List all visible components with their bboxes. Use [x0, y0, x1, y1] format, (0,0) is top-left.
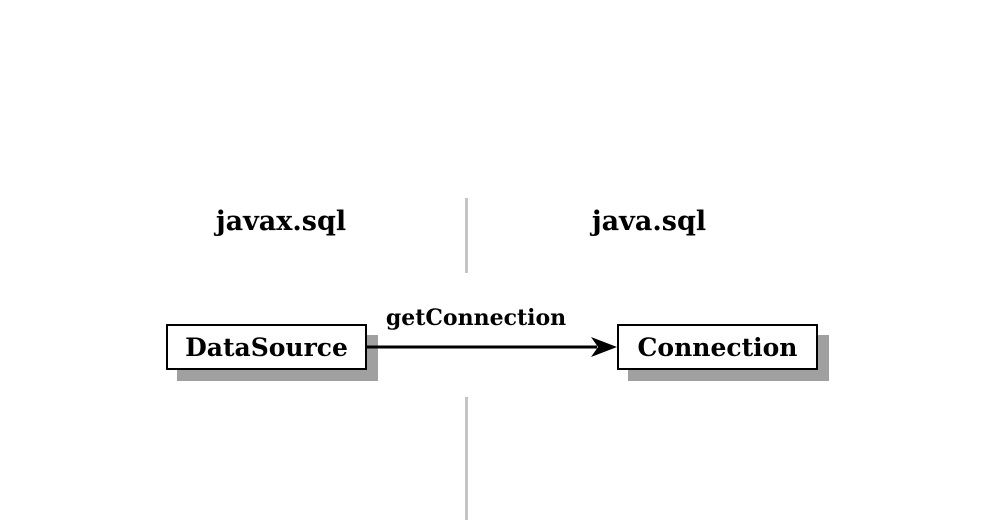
arrowhead-icon — [591, 337, 617, 357]
datasource-box-label: DataSource — [185, 332, 348, 362]
getconnection-arrow-label: getConnection — [385, 305, 567, 331]
getconnection-arrow — [367, 337, 617, 357]
package-label-javax-sql: javax.sql — [215, 206, 347, 237]
package-label-java-sql: java.sql — [591, 206, 707, 237]
connection-box-label: Connection — [637, 332, 798, 362]
package-divider-top — [465, 198, 468, 273]
datasource-box: DataSource — [166, 324, 367, 370]
connection-box: Connection — [617, 324, 818, 370]
package-divider-bottom — [465, 397, 468, 520]
